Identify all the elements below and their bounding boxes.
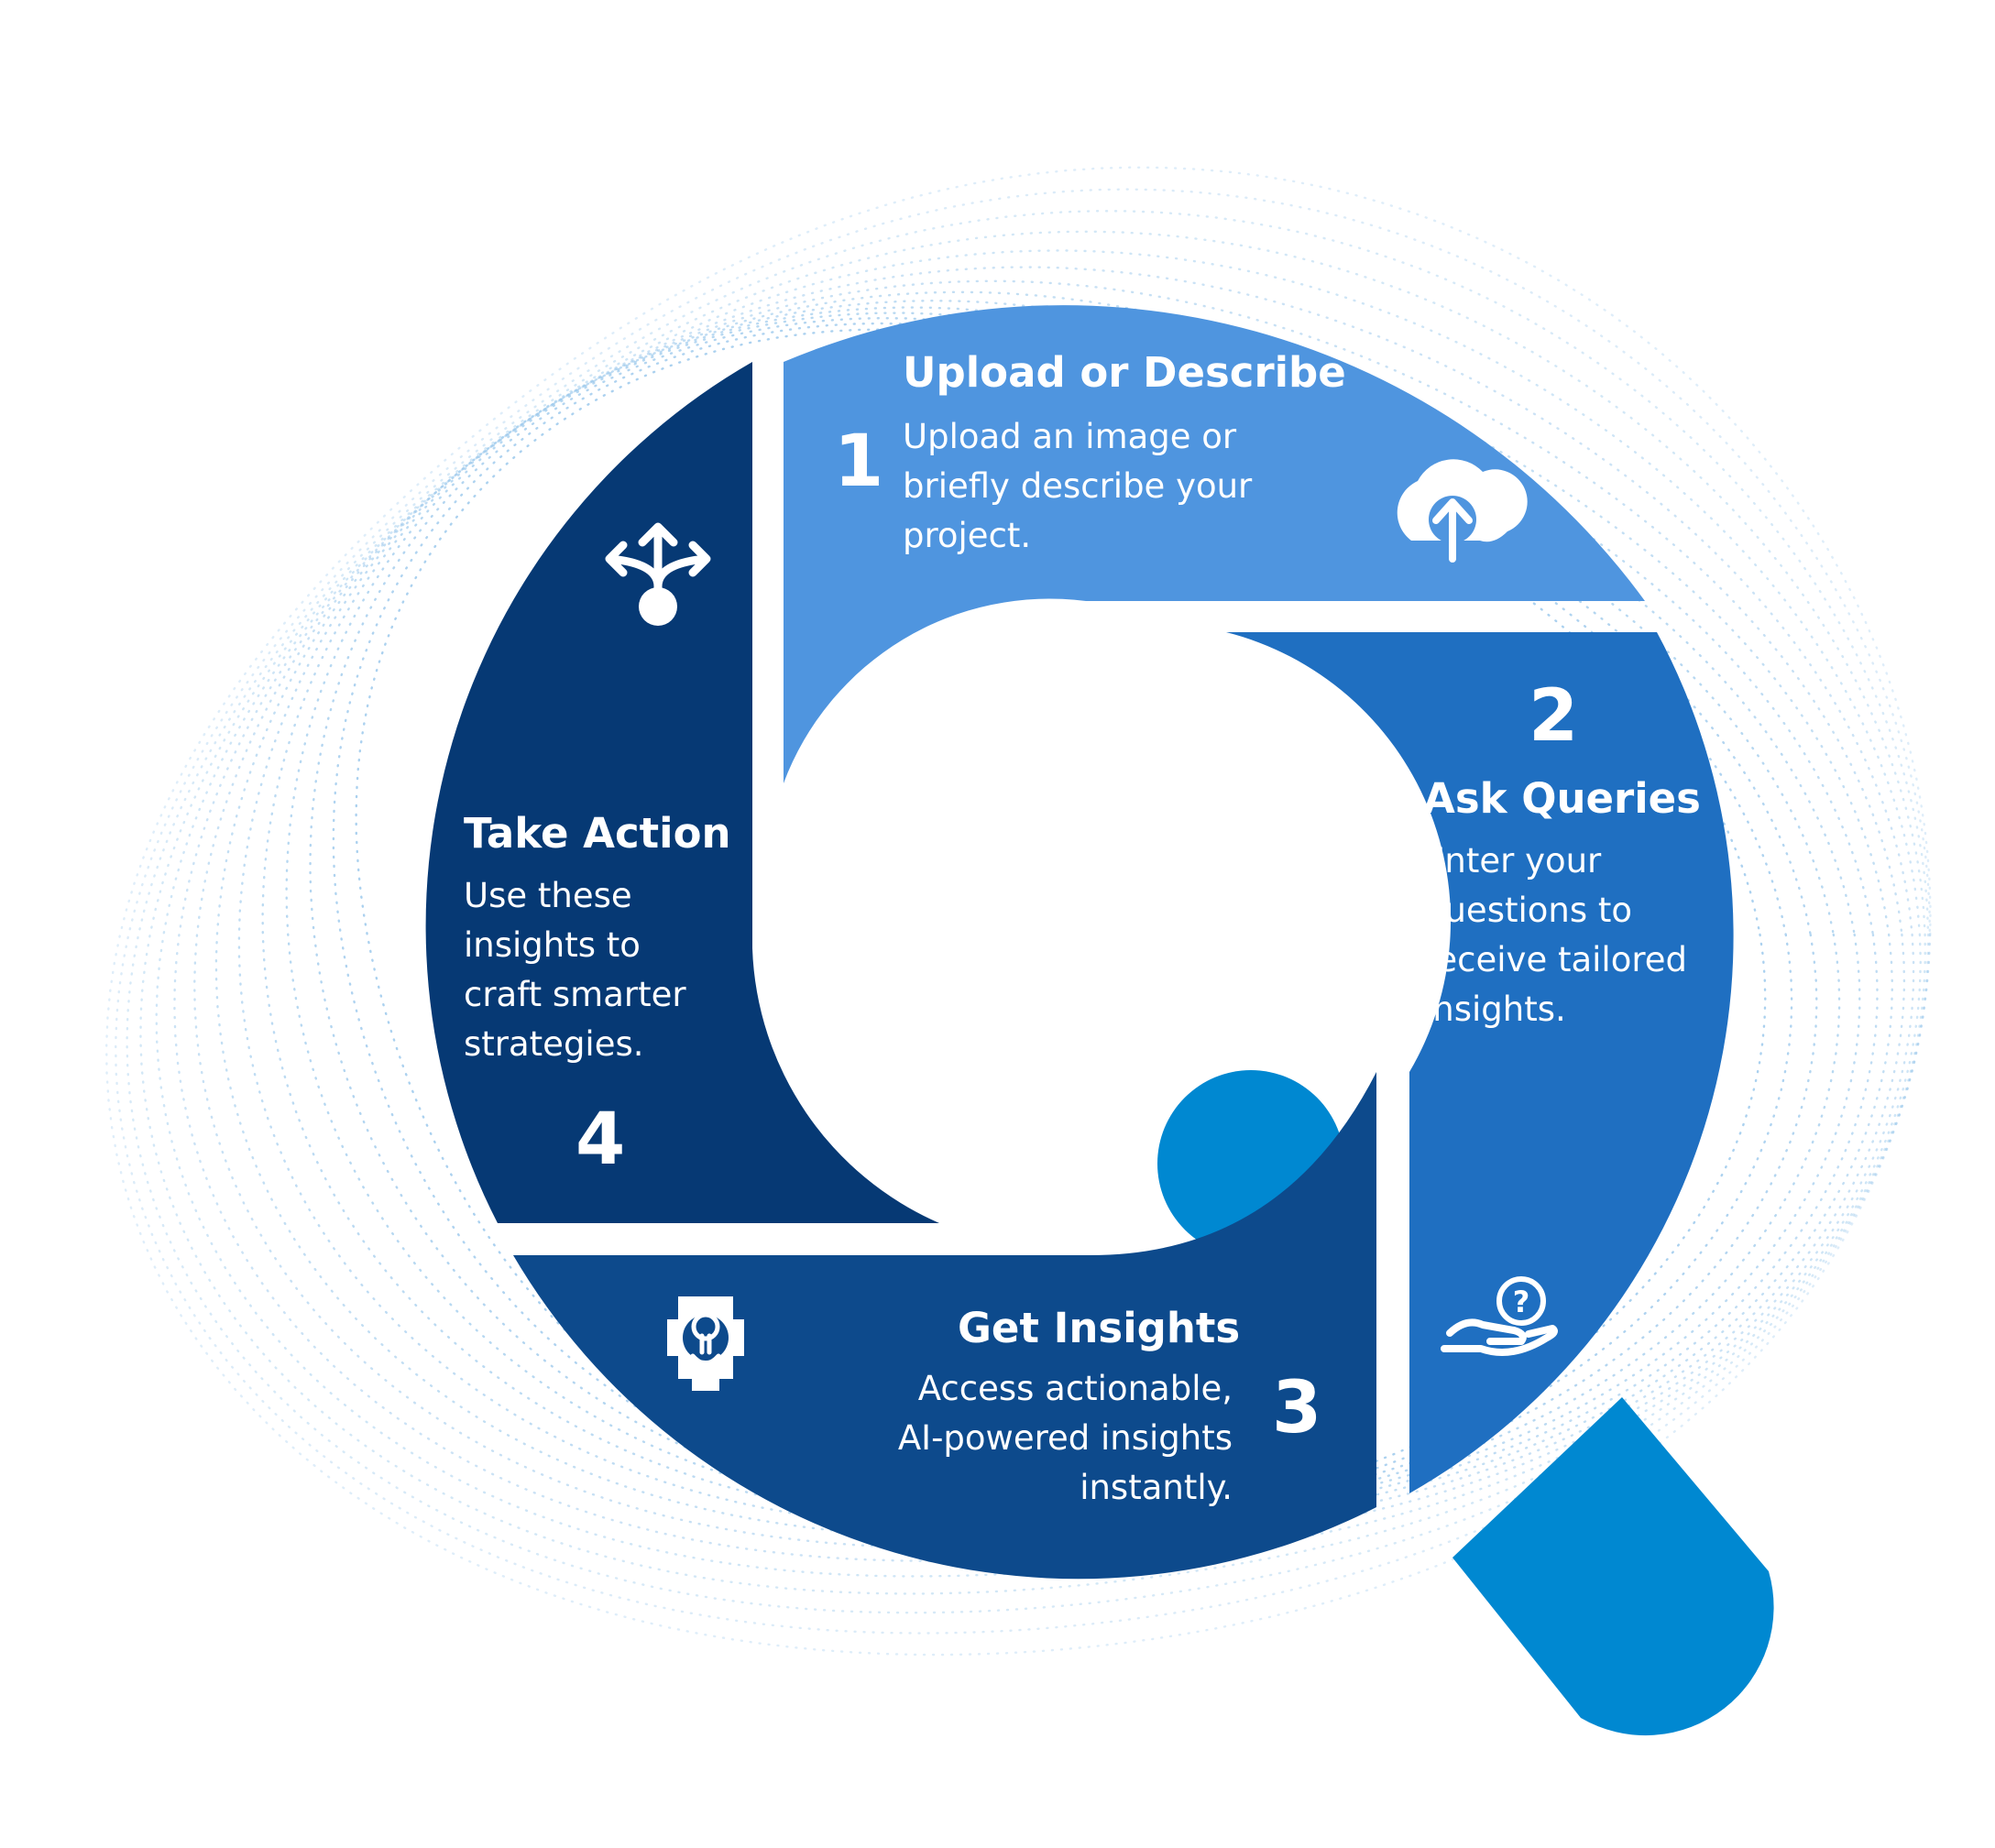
- step-4-description: Use these insights to craft smarter stra…: [464, 876, 686, 1064]
- step-3-number: 3: [1272, 1367, 1322, 1449]
- dotted-wave-ring: [173, 266, 1915, 1562]
- step-2-number: 2: [1529, 675, 1579, 758]
- segment-ask-queries: [1226, 632, 1734, 1493]
- step-1-number: 1: [834, 421, 884, 503]
- segment-take-action: [425, 362, 939, 1223]
- segment-upload-or-describe: [784, 305, 1645, 783]
- dotted-wave-ring: [114, 188, 1932, 1635]
- step-4-title: Take Action: [464, 809, 731, 858]
- cloud-upload-icon: [1397, 459, 1528, 563]
- step-3-description: Access actionable, AI-powered insights i…: [897, 1369, 1233, 1507]
- step-1-title: Upload or Describe: [903, 348, 1346, 397]
- dotted-wave-ring: [139, 230, 1927, 1595]
- step-3-title: Get Insights: [958, 1304, 1241, 1352]
- step-2-title: Ask Queries: [1423, 774, 1701, 823]
- hand-question-icon: ?: [1441, 1276, 1558, 1356]
- dotted-wave-ring: [155, 249, 1923, 1578]
- step-2-description: Enter your questions to receive tailored…: [1423, 841, 1687, 1029]
- split-arrows-icon: [605, 522, 711, 626]
- step-1-description: Upload an image or briefly describe your…: [903, 417, 1253, 555]
- magnifier-handle: [1452, 1397, 1774, 1736]
- step-4-number: 4: [575, 1099, 626, 1181]
- dotted-wave-ring: [192, 279, 1906, 1549]
- svg-text:?: ?: [1513, 1285, 1530, 1319]
- dotted-wave-ring: [285, 312, 1841, 1525]
- dotted-wave-ring: [355, 328, 1767, 1524]
- segment-get-insights: [513, 1072, 1376, 1580]
- idea-gear-icon: [667, 1296, 744, 1391]
